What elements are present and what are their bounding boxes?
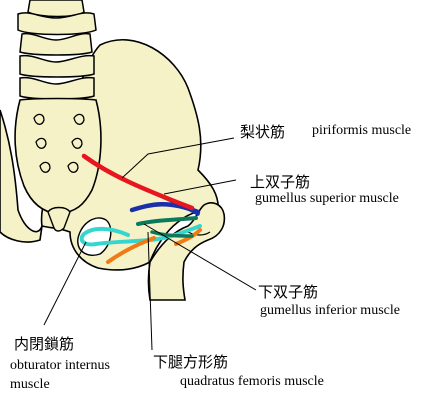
quadratus-femoris-label-en: quadratus femoris muscle [180,374,324,389]
gemellus-inferior-label-en: gumellus inferior muscle [260,303,400,318]
piriformis-label-en: piriformis muscle [312,123,412,138]
leader-quadratus-femoris [147,231,153,351]
gemellus-inferior-muscle-2 [150,230,194,238]
obturator-internus-label-jp: 内閉鎖筋 [14,335,75,353]
lumbar-spine [17,0,97,100]
quadratus-femoris-muscle-2 [174,228,202,246]
piriformis-muscle [81,153,195,211]
leader-obturator-internus [43,241,87,326]
sacral-foramina [33,113,85,173]
gemellus-inferior-label-jp: 下双子筋 [258,283,319,301]
gemellus-superior-label-jp: 上双子筋 [250,173,311,191]
obturator-internus-label-en-line2: muscle [10,377,50,392]
quadratus-femoris-muscle [106,236,156,264]
gemellus-inferior-muscle [136,216,198,226]
gemellus-superior-label-en: gumellus superior muscle [255,191,399,206]
leader-lines [43,137,257,351]
sacrum [14,97,102,215]
leader-piriformis [121,137,235,179]
left-pelvis-edge [0,109,43,243]
femur-bone [147,202,226,301]
leader-gemellus-superior [163,179,237,195]
femur-trochanter-line [187,231,211,236]
piriformis-label-jp: 梨状筋 [240,123,286,141]
coccyx [47,206,71,232]
leader-gemellus-inferior [143,223,257,291]
quadratus-femoris-label-jp: 下腿方形筋 [153,353,229,371]
obturator-internus-label-en-line1: obturator internus [10,358,110,373]
